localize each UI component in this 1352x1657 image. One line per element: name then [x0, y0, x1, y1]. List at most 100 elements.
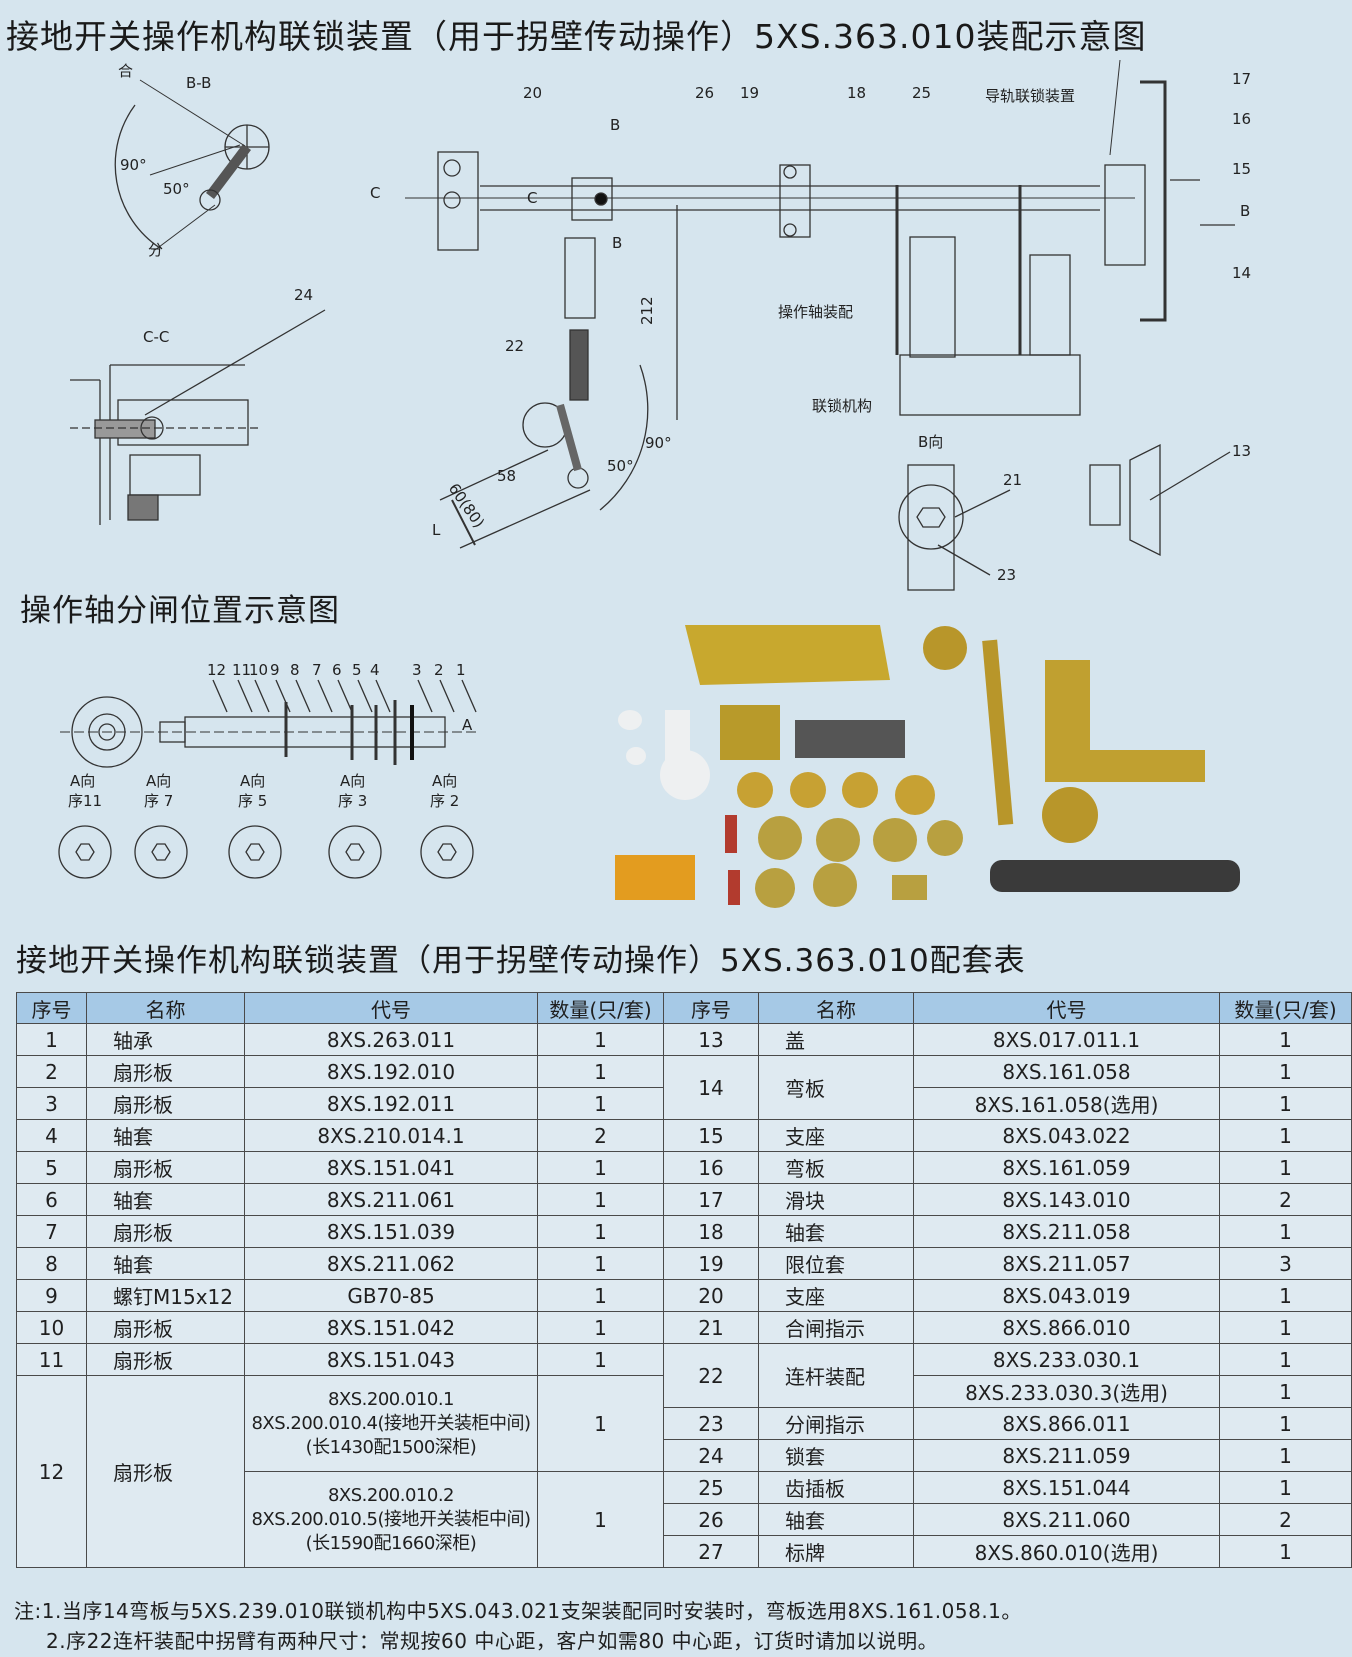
cell-qty: 1	[1219, 1535, 1352, 1568]
seq-number: 4	[370, 661, 380, 679]
aview-circle	[420, 825, 474, 879]
aview-dir: A向	[432, 772, 457, 790]
cell-code: 8XS.211.058	[913, 1215, 1220, 1248]
seq-number: 1	[456, 661, 466, 679]
cell-code: 8XS.151.043	[244, 1343, 538, 1376]
label-deg90: 90°	[645, 434, 672, 452]
label-23: 23	[997, 566, 1016, 584]
aview-dir: A向	[70, 772, 95, 790]
cell-name: 轴套	[758, 1215, 914, 1248]
note-1: 注:1.当序14弯板与5XS.239.010联锁机构中5XS.043.021支架…	[14, 1599, 1022, 1623]
section-title-shaft-position: 操作轴分闸位置示意图	[20, 593, 340, 629]
cell-code: 8XS.860.010(选用)	[913, 1535, 1220, 1568]
cell-name: 分闸指示	[758, 1407, 914, 1440]
cell-qty: 1	[1219, 1119, 1352, 1152]
cell-name: 轴套	[86, 1247, 245, 1280]
cell-code: GB70-85	[244, 1279, 538, 1312]
table-header-row: 序号 名称 代号 数量(只/套) 序号 名称 代号 数量(只/套)	[16, 992, 1352, 1024]
leader-line	[461, 679, 477, 713]
label-20: 20	[523, 84, 542, 102]
cell-name: 轴套	[86, 1119, 245, 1152]
label-15: 15	[1232, 160, 1251, 178]
cell-qty: 1	[1219, 1215, 1352, 1248]
aview-hex	[437, 843, 457, 861]
cell-qty: 1	[1219, 1375, 1352, 1408]
label-fen: 分	[148, 241, 163, 259]
header-name: 名称	[86, 992, 245, 1024]
cell-seq: 9	[16, 1279, 87, 1312]
cell-seq: 20	[663, 1279, 759, 1312]
label-26: 26	[695, 84, 714, 102]
cell-qty: 1	[1219, 1311, 1352, 1344]
leader-line	[237, 679, 253, 713]
b-view	[898, 464, 1011, 591]
cell-qty: 1	[1219, 1343, 1352, 1376]
cell-seq: 6	[16, 1183, 87, 1216]
leader-line	[212, 679, 228, 713]
cell-seq: 4	[16, 1119, 87, 1152]
cell-code: 8XS.233.030.1	[913, 1343, 1220, 1376]
label-212: 212	[638, 296, 656, 325]
cell-code: 8XS.210.014.1	[244, 1119, 538, 1152]
label-b-mid: B	[612, 234, 622, 252]
label-guide-interlock: 导轨联锁装置	[985, 87, 1075, 105]
cell-code: 8XS.233.030.3(选用)	[913, 1375, 1220, 1408]
cell-qty: 1	[1219, 1279, 1352, 1312]
cell-qty: 1	[537, 1375, 664, 1472]
assembly-drawing: 合 B-B 90° 50° 分 C-C 24	[58, 59, 1251, 908]
code-line: 8XS.200.010.1	[327, 1388, 455, 1410]
leader-line	[417, 679, 433, 713]
cell-code: 8XS.211.059	[913, 1439, 1220, 1472]
aview-hex	[75, 843, 95, 861]
cell-seq: 25	[663, 1471, 759, 1504]
cell-qty: 1	[537, 1343, 664, 1376]
cell-name: 扇形板	[86, 1055, 245, 1088]
label-bb: B-B	[186, 74, 211, 92]
cell-name: 连杆装配	[758, 1343, 914, 1408]
aview-seq: 序11	[68, 792, 102, 810]
aview-dir: A向	[240, 772, 265, 790]
seq-number: 11	[232, 661, 251, 679]
cell-code: 8XS.161.059	[913, 1151, 1220, 1184]
cell-code: 8XS.161.058	[913, 1055, 1220, 1088]
leader-line	[375, 679, 391, 713]
cell-seq: 2	[16, 1055, 87, 1088]
cell-seq: 17	[663, 1183, 759, 1216]
cell-seq: 21	[663, 1311, 759, 1344]
cell-qty: 1	[1219, 1087, 1352, 1120]
cell-code: 8XS.151.042	[244, 1311, 538, 1344]
cell-seq: 5	[16, 1151, 87, 1184]
cell-name: 齿插板	[758, 1471, 914, 1504]
cell-name: 弯板	[758, 1055, 914, 1120]
cell-qty: 2	[537, 1119, 664, 1152]
seq-number: 7	[312, 661, 322, 679]
header-code: 代号	[244, 992, 538, 1024]
seq-number: 9	[270, 661, 280, 679]
part-13-view	[1089, 443, 1231, 557]
cell-name: 滑块	[758, 1183, 914, 1216]
cell-name: 支座	[758, 1279, 914, 1312]
cell-code: 8XS.161.058(选用)	[913, 1087, 1220, 1120]
cell-seq: 7	[16, 1215, 87, 1248]
cell-qty: 1	[537, 1055, 664, 1088]
aview-dir: A向	[340, 772, 365, 790]
label-c-mid: C	[527, 189, 537, 207]
cell-code: 8XS.151.044	[913, 1471, 1220, 1504]
cell-seq: 13	[663, 1023, 759, 1056]
label-deg50: 50°	[607, 457, 634, 475]
cell-qty: 1	[537, 1215, 664, 1248]
cell-qty: 1	[1219, 1439, 1352, 1472]
cell-name: 扇形板	[86, 1151, 245, 1184]
leader-line	[317, 679, 333, 713]
label-24: 24	[294, 286, 313, 304]
cell-qty: 2	[1219, 1183, 1352, 1216]
cell-qty: 1	[1219, 1151, 1352, 1184]
code-line: (长1430配1500深柜)	[305, 1436, 477, 1458]
